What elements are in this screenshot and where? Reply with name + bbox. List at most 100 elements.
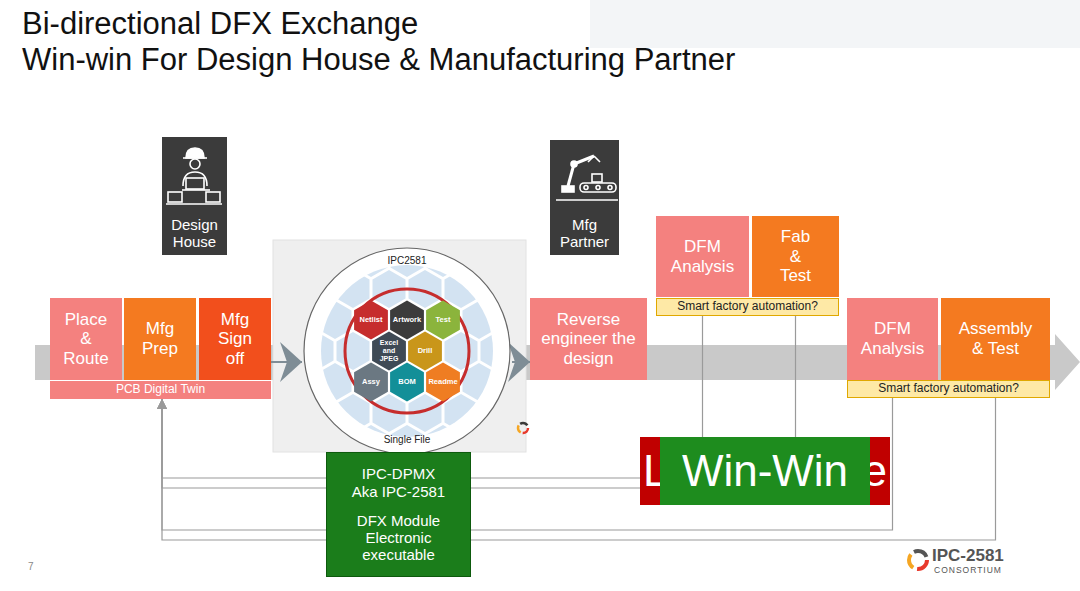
process-box: Assembly & Test: [941, 298, 1050, 380]
circle-outline: [302, 246, 512, 456]
robot-arm: [574, 156, 594, 164]
process-box: Reverse engineer the design: [530, 298, 647, 380]
hex-shape: [408, 332, 442, 371]
hex-cell: [499, 363, 513, 401]
process-box: Mfg Prep: [124, 298, 196, 380]
node-text: Mfg Sign off: [210, 310, 260, 369]
node-text: Single File: [384, 434, 431, 446]
hex-shape: [390, 301, 424, 340]
format-hex: Netlist: [353, 300, 389, 340]
node-text: DFM Analysis: [850, 319, 935, 358]
hex-cell: [481, 270, 513, 308]
hex-cell: [499, 425, 513, 456]
node-text: Mfg Partner: [550, 216, 619, 251]
core-ring: [345, 289, 469, 413]
node-text: Artwork: [393, 316, 421, 325]
node-text: Smart factory automation?: [677, 300, 818, 314]
note-band: Smart factory automation?: [847, 380, 1050, 398]
hex-shape: [426, 363, 460, 402]
hex-cell: [463, 246, 496, 277]
process-box: DFM Analysis: [656, 216, 749, 297]
node-text: Assy: [362, 378, 380, 387]
hex-cell: [409, 332, 442, 370]
consortium-mark: [518, 423, 528, 433]
module-box: IPC-DPMX Aka IPC-2581DFX Module Electron…: [326, 452, 471, 577]
hex-cell: [427, 363, 460, 401]
format-hex: Drill: [407, 331, 443, 371]
worker-icon: [166, 148, 222, 204]
hex-cell: [427, 301, 460, 339]
hex-cell: [337, 394, 370, 432]
floor: [166, 203, 222, 205]
digital-twin-band: PCB Digital Twin: [50, 381, 271, 399]
robot-arm-icon: [556, 156, 618, 200]
hex-cell: [499, 246, 513, 277]
process-box: Place & Route: [50, 298, 122, 380]
node-text: Excel and JPEG: [374, 339, 404, 363]
consortium-logo: [909, 551, 927, 569]
node-text: Place & Route: [61, 310, 111, 369]
logo-arc: [909, 551, 927, 569]
hex-cell: [391, 363, 424, 401]
robot-arm: [568, 164, 574, 186]
circle-border: [304, 248, 510, 454]
page-number: 7: [28, 561, 34, 572]
process-box: Mfg Sign off: [199, 298, 271, 380]
hex-cell: [445, 332, 478, 370]
mark-arc: [518, 423, 528, 433]
format-hex: Readme: [425, 362, 461, 402]
node-text: Readme: [428, 378, 457, 387]
node-text: Smart factory automation?: [878, 382, 1019, 396]
hex-cell: [355, 363, 388, 401]
hex-cell: [302, 394, 334, 432]
conveyor-roller: [608, 186, 612, 190]
hex-cell: [302, 301, 316, 339]
node-text: Design House: [162, 216, 227, 251]
hex-cell: [445, 394, 478, 432]
single-file-circle: IPC2581Single FileNetlistArtworkTestExce…: [302, 246, 512, 456]
hex-cell: [481, 394, 513, 432]
feedback-line: [162, 398, 996, 540]
robot-base: [562, 186, 574, 192]
hex-cell: [337, 270, 370, 308]
format-hex: Assy: [353, 362, 389, 402]
hex-cell: [391, 301, 424, 339]
laptop-base: [182, 189, 210, 191]
hex-cell: [445, 270, 478, 308]
hex-cell: [427, 246, 460, 277]
node-text: PCB Digital Twin: [116, 383, 205, 397]
hex-cell: [302, 332, 334, 370]
process-box: Fab & Test: [752, 216, 839, 297]
floor: [556, 199, 618, 201]
hex-cell: [302, 425, 316, 456]
actor-box: Design House: [162, 137, 227, 255]
process-box: DFM Analysis: [847, 298, 938, 380]
crate: [206, 192, 220, 202]
logo-arc: [909, 551, 927, 569]
mark-arc: [518, 423, 528, 433]
head: [190, 159, 200, 169]
hex-shape: [390, 363, 424, 402]
node-text: DFM Analysis: [660, 237, 745, 276]
node-text: Reverse engineer the design: [536, 310, 641, 369]
hex-shape: [354, 363, 388, 402]
node-text: DFX Module Electronic executable: [348, 512, 450, 564]
logo-subtext: CONSORTIUM: [934, 565, 1002, 575]
format-hex: Excel and JPEG: [371, 331, 407, 371]
note-band: Smart factory automation?: [656, 298, 839, 316]
hex-cell: [319, 246, 352, 277]
node-text: Drill: [418, 347, 433, 356]
hex-cell: [499, 301, 513, 339]
hat-brim: [183, 157, 207, 159]
outcome-box: LeWin-Win: [640, 437, 890, 505]
hex-cell: [373, 332, 406, 370]
feedback-line: [162, 398, 893, 530]
flow-chevron: [271, 361, 302, 363]
flow-chevron: [512, 361, 530, 363]
node-text: Mfg Prep: [135, 319, 185, 358]
node-text: IPC-DPMX Aka IPC-2581: [348, 465, 450, 500]
